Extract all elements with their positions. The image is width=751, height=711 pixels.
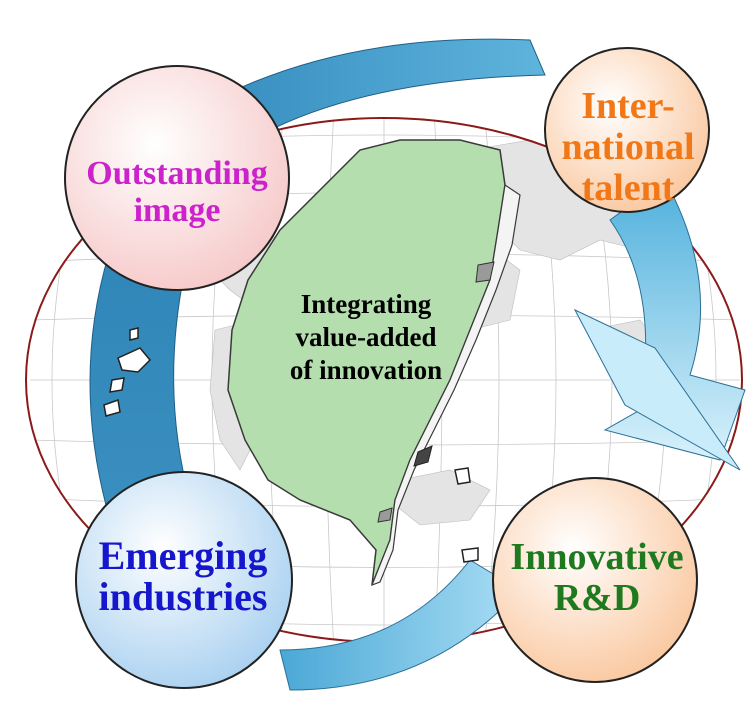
arrow-rd-to-emerging [279, 559, 521, 691]
taiwan-island [227, 139, 521, 587]
east-islets [454, 467, 479, 563]
penghu-islands [103, 327, 152, 417]
node-circle-outstanding-image [64, 65, 290, 291]
node-circle-emerging-industries [75, 471, 293, 689]
arrow-talent-to-rd [603, 179, 746, 461]
node-circle-international-talent [544, 47, 710, 213]
node-circle-innovative-rd [492, 477, 698, 683]
arrow-talent-to-rd-head [573, 308, 741, 471]
